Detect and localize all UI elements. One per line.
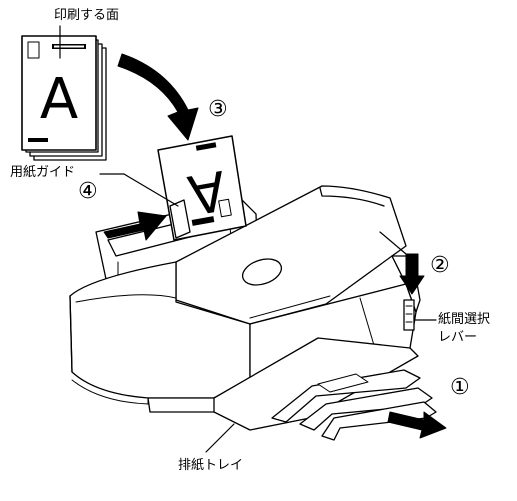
lever-down-arrow <box>399 253 425 295</box>
label-paper-guide: 用紙ガイド <box>10 165 76 180</box>
inserted-sheet: A <box>157 135 247 241</box>
paper-gap-lever[interactable] <box>403 299 415 331</box>
sheet-letter: A <box>40 67 78 132</box>
output-tray-leader <box>205 423 235 453</box>
tray-pull-arrow <box>387 411 447 439</box>
paper-guide-leader <box>123 173 179 207</box>
step-1-marker: ① <box>450 375 470 400</box>
label-print-side: 印刷する面 <box>54 8 120 23</box>
guide-push-arrow <box>103 211 167 241</box>
label-gap-lever-line1: 紙間選択 <box>438 312 491 327</box>
paper-stack: A <box>21 35 107 161</box>
output-tray <box>213 337 437 441</box>
step-2-marker: ② <box>430 253 450 278</box>
step-4-marker: ④ <box>78 179 98 204</box>
step-3-marker: ③ <box>208 97 228 122</box>
label-gap-lever-line2: レバー <box>438 330 478 345</box>
paper-guide[interactable] <box>169 199 191 239</box>
lever-leader-top <box>379 231 407 255</box>
insert-curve-arrow <box>117 53 199 141</box>
label-output-tray: 排紙トレイ <box>178 458 244 473</box>
